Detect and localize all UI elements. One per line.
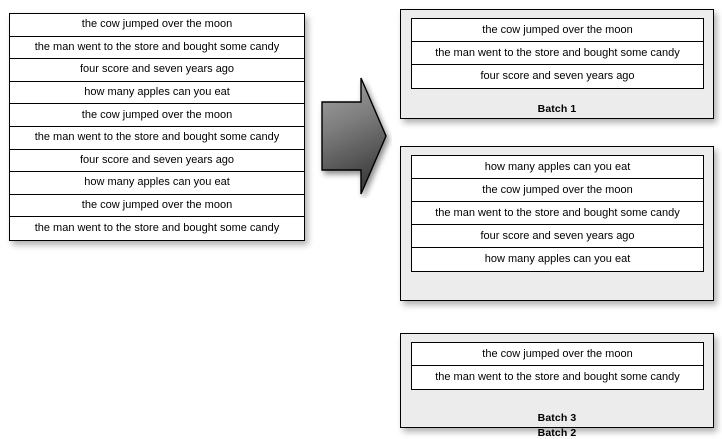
sentence-text: the cow jumped over the moon: [482, 183, 633, 196]
table-row: the cow jumped over the moon: [412, 19, 703, 42]
right-block-arrow-icon: [321, 77, 387, 195]
sentence-text: the man went to the store and bought som…: [435, 46, 680, 59]
table-row: the man went to the store and bought som…: [10, 217, 304, 240]
table-row: the man went to the store and bought som…: [412, 42, 703, 65]
table-row: how many apples can you eat: [412, 156, 703, 179]
sentence-text: how many apples can you eat: [84, 86, 230, 99]
batch-panel: the cow jumped over the moon the man wen…: [400, 9, 714, 119]
batch-sentence-table: how many apples can you eat the cow jump…: [411, 155, 704, 272]
sentence-text: the man went to the store and bought som…: [34, 131, 280, 144]
sentence-text: the cow jumped over the moon: [81, 108, 233, 121]
table-row: four score and seven years ago: [10, 149, 304, 173]
table-row: how many apples can you eat: [10, 172, 304, 195]
batch-label: Batch 2: [537, 427, 577, 439]
table-row: the man went to the store and bought som…: [412, 202, 703, 225]
batch-panel: the cow jumped over the moon the man wen…: [400, 333, 714, 428]
sentence-text: the man went to the store and bought som…: [435, 206, 680, 219]
sentence-text: the man went to the store and bought som…: [34, 40, 280, 53]
sentence-text: four score and seven years ago: [79, 63, 235, 76]
table-row: the cow jumped over the moon: [10, 14, 304, 37]
table-row: four score and seven years ago: [10, 59, 304, 82]
sentence-text: the cow jumped over the moon: [482, 23, 633, 36]
sentence-text: how many apples can you eat: [84, 176, 230, 189]
sentence-text: how many apples can you eat: [484, 253, 631, 265]
sentence-text: four score and seven years ago: [480, 70, 635, 82]
table-row: the cow jumped over the moon: [10, 194, 304, 218]
table-row: how many apples can you eat: [412, 248, 703, 271]
batch-label: Batch 3: [537, 412, 577, 424]
table-row: the man went to the store and bought som…: [10, 126, 304, 150]
batch-label: Batch 1: [537, 103, 577, 115]
table-row: the cow jumped over the moon: [10, 104, 304, 127]
table-row: how many apples can you eat: [10, 81, 304, 105]
table-row: the cow jumped over the moon: [412, 179, 703, 202]
sentence-text: four score and seven years ago: [79, 153, 235, 166]
table-row: the cow jumped over the moon: [412, 343, 703, 366]
table-row: four score and seven years ago: [412, 225, 703, 248]
table-row: four score and seven years ago: [412, 65, 703, 88]
table-row: the man went to the store and bought som…: [10, 36, 304, 60]
sentence-text: the cow jumped over the moon: [482, 347, 633, 360]
sentence-text: the man went to the store and bought som…: [34, 222, 280, 235]
sentence-text: four score and seven years ago: [480, 229, 635, 242]
input-sentence-table: the cow jumped over the moon the man wen…: [9, 13, 305, 241]
sentence-text: the man went to the store and bought som…: [435, 371, 680, 383]
batch-sentence-table: the cow jumped over the moon the man wen…: [411, 18, 704, 89]
batch-panel: how many apples can you eat the cow jump…: [400, 146, 714, 439]
sentence-text: the cow jumped over the moon: [81, 199, 233, 212]
table-row: the man went to the store and bought som…: [412, 366, 703, 389]
sentence-text: the cow jumped over the moon: [81, 18, 233, 31]
sentence-text: how many apples can you eat: [484, 160, 631, 173]
batch-sentence-table: the cow jumped over the moon the man wen…: [411, 342, 704, 390]
